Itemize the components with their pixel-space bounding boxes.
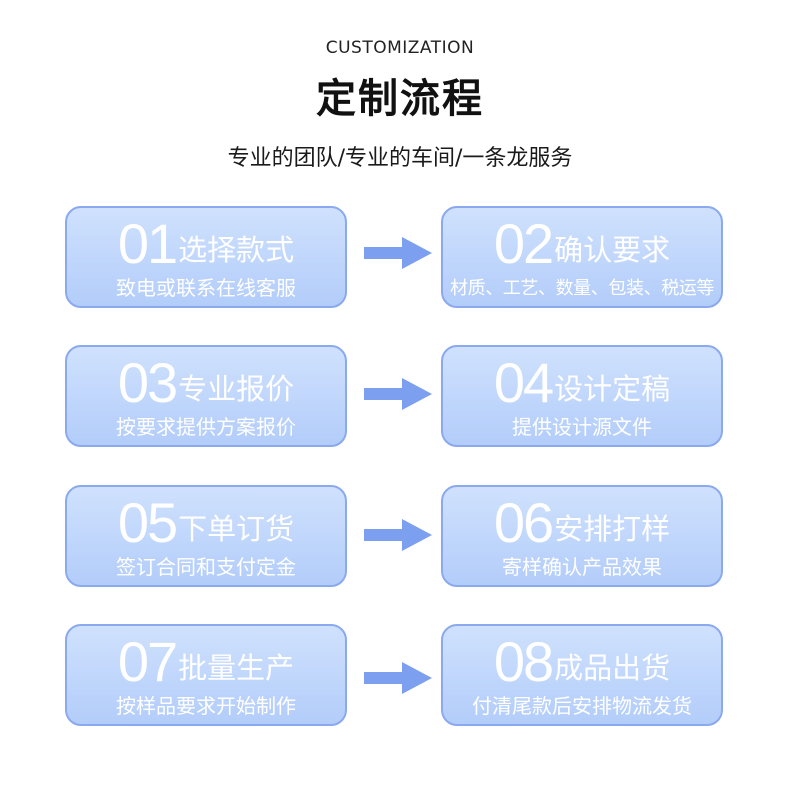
step-desc: 致电或联系在线客服 (116, 276, 296, 300)
step-name: 批量生产 (178, 651, 295, 685)
right-arrow-icon (364, 378, 432, 410)
step-number: 02 (493, 212, 554, 275)
step-number: 03 (117, 351, 178, 414)
header-en: CUSTOMIZATION (325, 38, 475, 58)
step-desc: 签订合同和支付定金 (116, 555, 296, 579)
right-arrow-icon (364, 662, 432, 694)
step-card-04: 04 设计定稿 提供设计源文件 (441, 345, 723, 447)
tagline: 专业的团队/专业的车间/一条龙服务 (227, 146, 573, 171)
step-name: 下单订货 (178, 512, 295, 546)
step-card-01: 01 选择款式 致电或联系在线客服 (65, 206, 347, 308)
step-number: 05 (117, 491, 178, 554)
step-desc: 材质、工艺、数量、包装、税运等 (450, 278, 714, 299)
step-card-05: 05 下单订货 签订合同和支付定金 (65, 485, 347, 587)
step-name: 安排打样 (554, 512, 671, 546)
step-name: 成品出货 (554, 651, 671, 685)
step-name: 确认要求 (554, 233, 671, 267)
step-name: 设计定稿 (554, 372, 671, 406)
step-number: 06 (493, 491, 554, 554)
step-desc: 付清尾款后安排物流发货 (472, 694, 692, 718)
step-card-02: 02 确认要求 材质、工艺、数量、包装、税运等 (441, 206, 723, 308)
step-desc: 按要求提供方案报价 (116, 415, 296, 439)
step-name: 选择款式 (178, 233, 295, 267)
step-desc: 按样品要求开始制作 (116, 694, 296, 718)
step-name: 专业报价 (178, 372, 295, 406)
step-number: 07 (117, 630, 178, 693)
right-arrow-icon (364, 237, 432, 269)
step-card-03: 03 专业报价 按要求提供方案报价 (65, 345, 347, 447)
step-number: 01 (117, 212, 178, 275)
right-arrow-icon (364, 519, 432, 551)
step-number: 08 (493, 630, 554, 693)
step-desc: 寄样确认产品效果 (502, 555, 662, 579)
step-card-06: 06 安排打样 寄样确认产品效果 (441, 485, 723, 587)
step-number: 04 (493, 351, 554, 414)
step-card-08: 08 成品出货 付清尾款后安排物流发货 (441, 624, 723, 726)
step-desc: 提供设计源文件 (512, 415, 652, 439)
page-title: 定制流程 (316, 76, 484, 122)
step-card-07: 07 批量生产 按样品要求开始制作 (65, 624, 347, 726)
